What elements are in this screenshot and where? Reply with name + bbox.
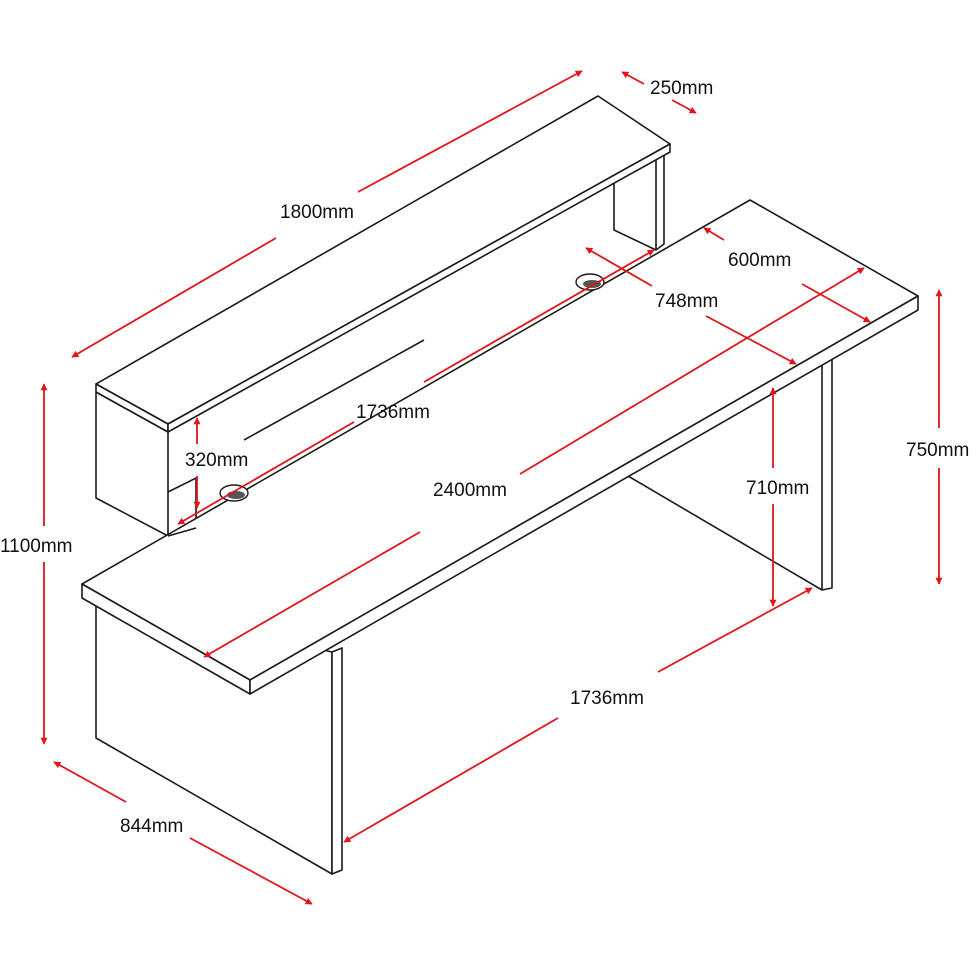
dim-base-length-line (343, 717, 559, 843)
hutch-back-line (243, 339, 425, 441)
label-leg-height: 710mm (746, 478, 809, 499)
label-overall-depth: 844mm (120, 816, 183, 837)
label-desk-height: 750mm (906, 440, 969, 461)
dim-overall-depth-line (53, 761, 127, 803)
cable-grommet-left-icon (219, 484, 249, 502)
base-rear-line (627, 475, 823, 591)
dim-top-length-line (203, 531, 421, 658)
dim-top-depth-line (703, 227, 725, 241)
desk-top-side-edge (249, 295, 919, 695)
hutch-top-side (167, 143, 671, 433)
hutch-notch (167, 476, 197, 528)
label-top-depth: 600mm (728, 250, 791, 271)
desk-body (81, 95, 919, 875)
label-hutch-length: 1800mm (280, 202, 354, 223)
cable-grommet-right-icon (575, 273, 605, 291)
label-grommet-spacing: 748mm (655, 291, 718, 312)
label-base-length: 1736mm (570, 688, 644, 709)
label-inner-length: 1736mm (356, 402, 430, 423)
label-overall-height: 1100mm (0, 536, 73, 557)
right-end-panel (821, 357, 833, 591)
dim-hutch-length-line (71, 237, 277, 358)
dimension-lines (40, 70, 943, 905)
label-hutch-height: 320mm (185, 450, 248, 471)
dim-hutch-depth-line (621, 71, 645, 85)
dim-grommet-spacing-line (585, 247, 653, 287)
label-top-length: 2400mm (433, 480, 507, 501)
dimension-labels: 250mm 1800mm 600mm 748mm 1736mm 2400mm 3… (0, 78, 969, 837)
dim-inner-length-line (177, 421, 355, 525)
left-end-panel-edge (331, 647, 343, 875)
label-hutch-depth: 250mm (650, 78, 713, 99)
desk-top (81, 199, 919, 681)
